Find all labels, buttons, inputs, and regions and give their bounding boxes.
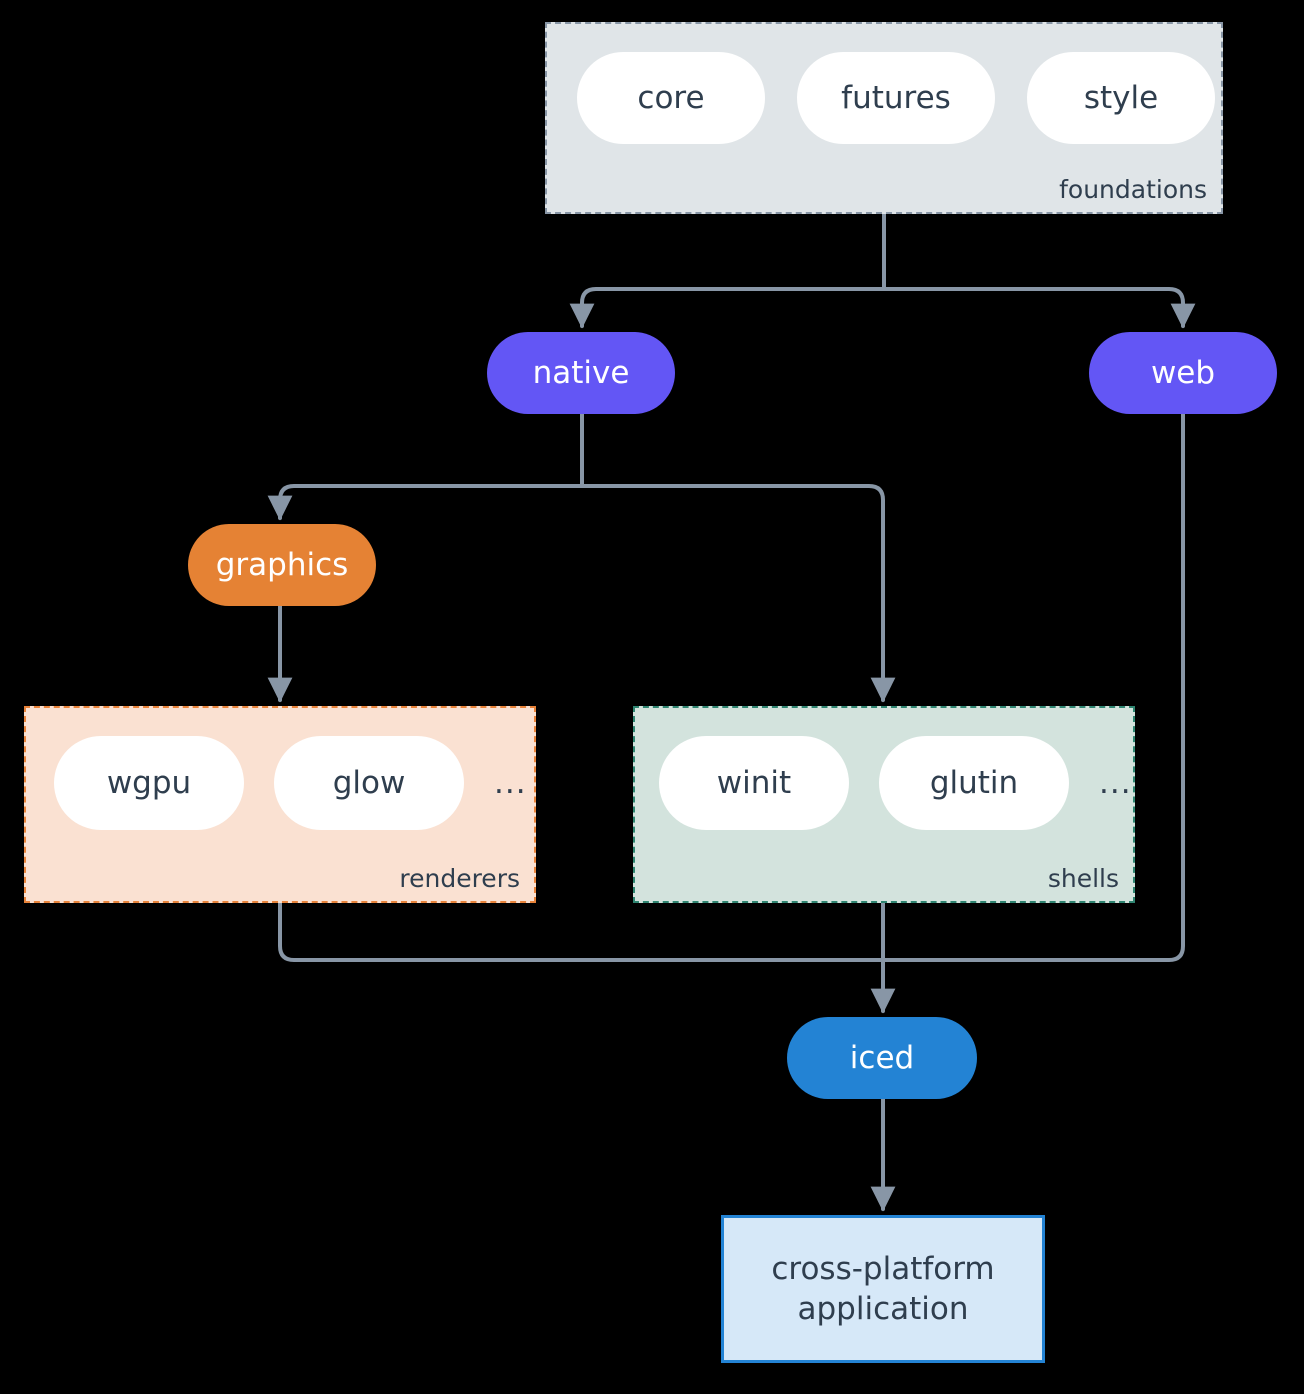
node-glutin[interactable]: glutin: [879, 736, 1069, 830]
edge-foundations-to-native: [569, 212, 886, 329]
cluster-renderers: wgpu glow ... renderers: [24, 706, 536, 903]
edge-renderers-to-iced: [278, 901, 885, 962]
edge-native-to-shells: [580, 412, 896, 703]
node-web[interactable]: web: [1089, 332, 1277, 414]
node-iced[interactable]: iced: [787, 1017, 977, 1099]
node-graphics[interactable]: graphics: [188, 524, 376, 606]
edge-native-to-graphics: [267, 412, 584, 521]
node-style[interactable]: style: [1027, 52, 1215, 144]
cluster-foundations: core futures style foundations: [545, 22, 1223, 214]
application-line-1: cross-platform: [771, 1250, 995, 1287]
node-wgpu[interactable]: wgpu: [54, 736, 244, 830]
application-line-2: application: [797, 1291, 969, 1327]
renderers-ellipsis: ...: [494, 764, 527, 801]
node-native[interactable]: native: [487, 332, 675, 414]
node-winit[interactable]: winit: [659, 736, 849, 830]
cluster-shells: winit glutin ... shells: [633, 706, 1135, 903]
node-cross-platform-application[interactable]: cross-platform application: [721, 1215, 1045, 1363]
node-glow[interactable]: glow: [274, 736, 464, 830]
cluster-foundations-label: foundations: [1059, 175, 1207, 204]
node-core[interactable]: core: [577, 52, 765, 144]
cluster-renderers-items: wgpu glow ...: [54, 736, 527, 830]
shells-ellipsis: ...: [1099, 764, 1132, 801]
node-futures[interactable]: futures: [797, 52, 995, 144]
cluster-shells-items: winit glutin ...: [659, 736, 1132, 830]
cluster-foundations-items: core futures style: [577, 52, 1215, 144]
edge-foundations-to-web: [882, 212, 1196, 329]
cluster-shells-label: shells: [1047, 864, 1119, 893]
cluster-renderers-label: renderers: [399, 864, 520, 893]
